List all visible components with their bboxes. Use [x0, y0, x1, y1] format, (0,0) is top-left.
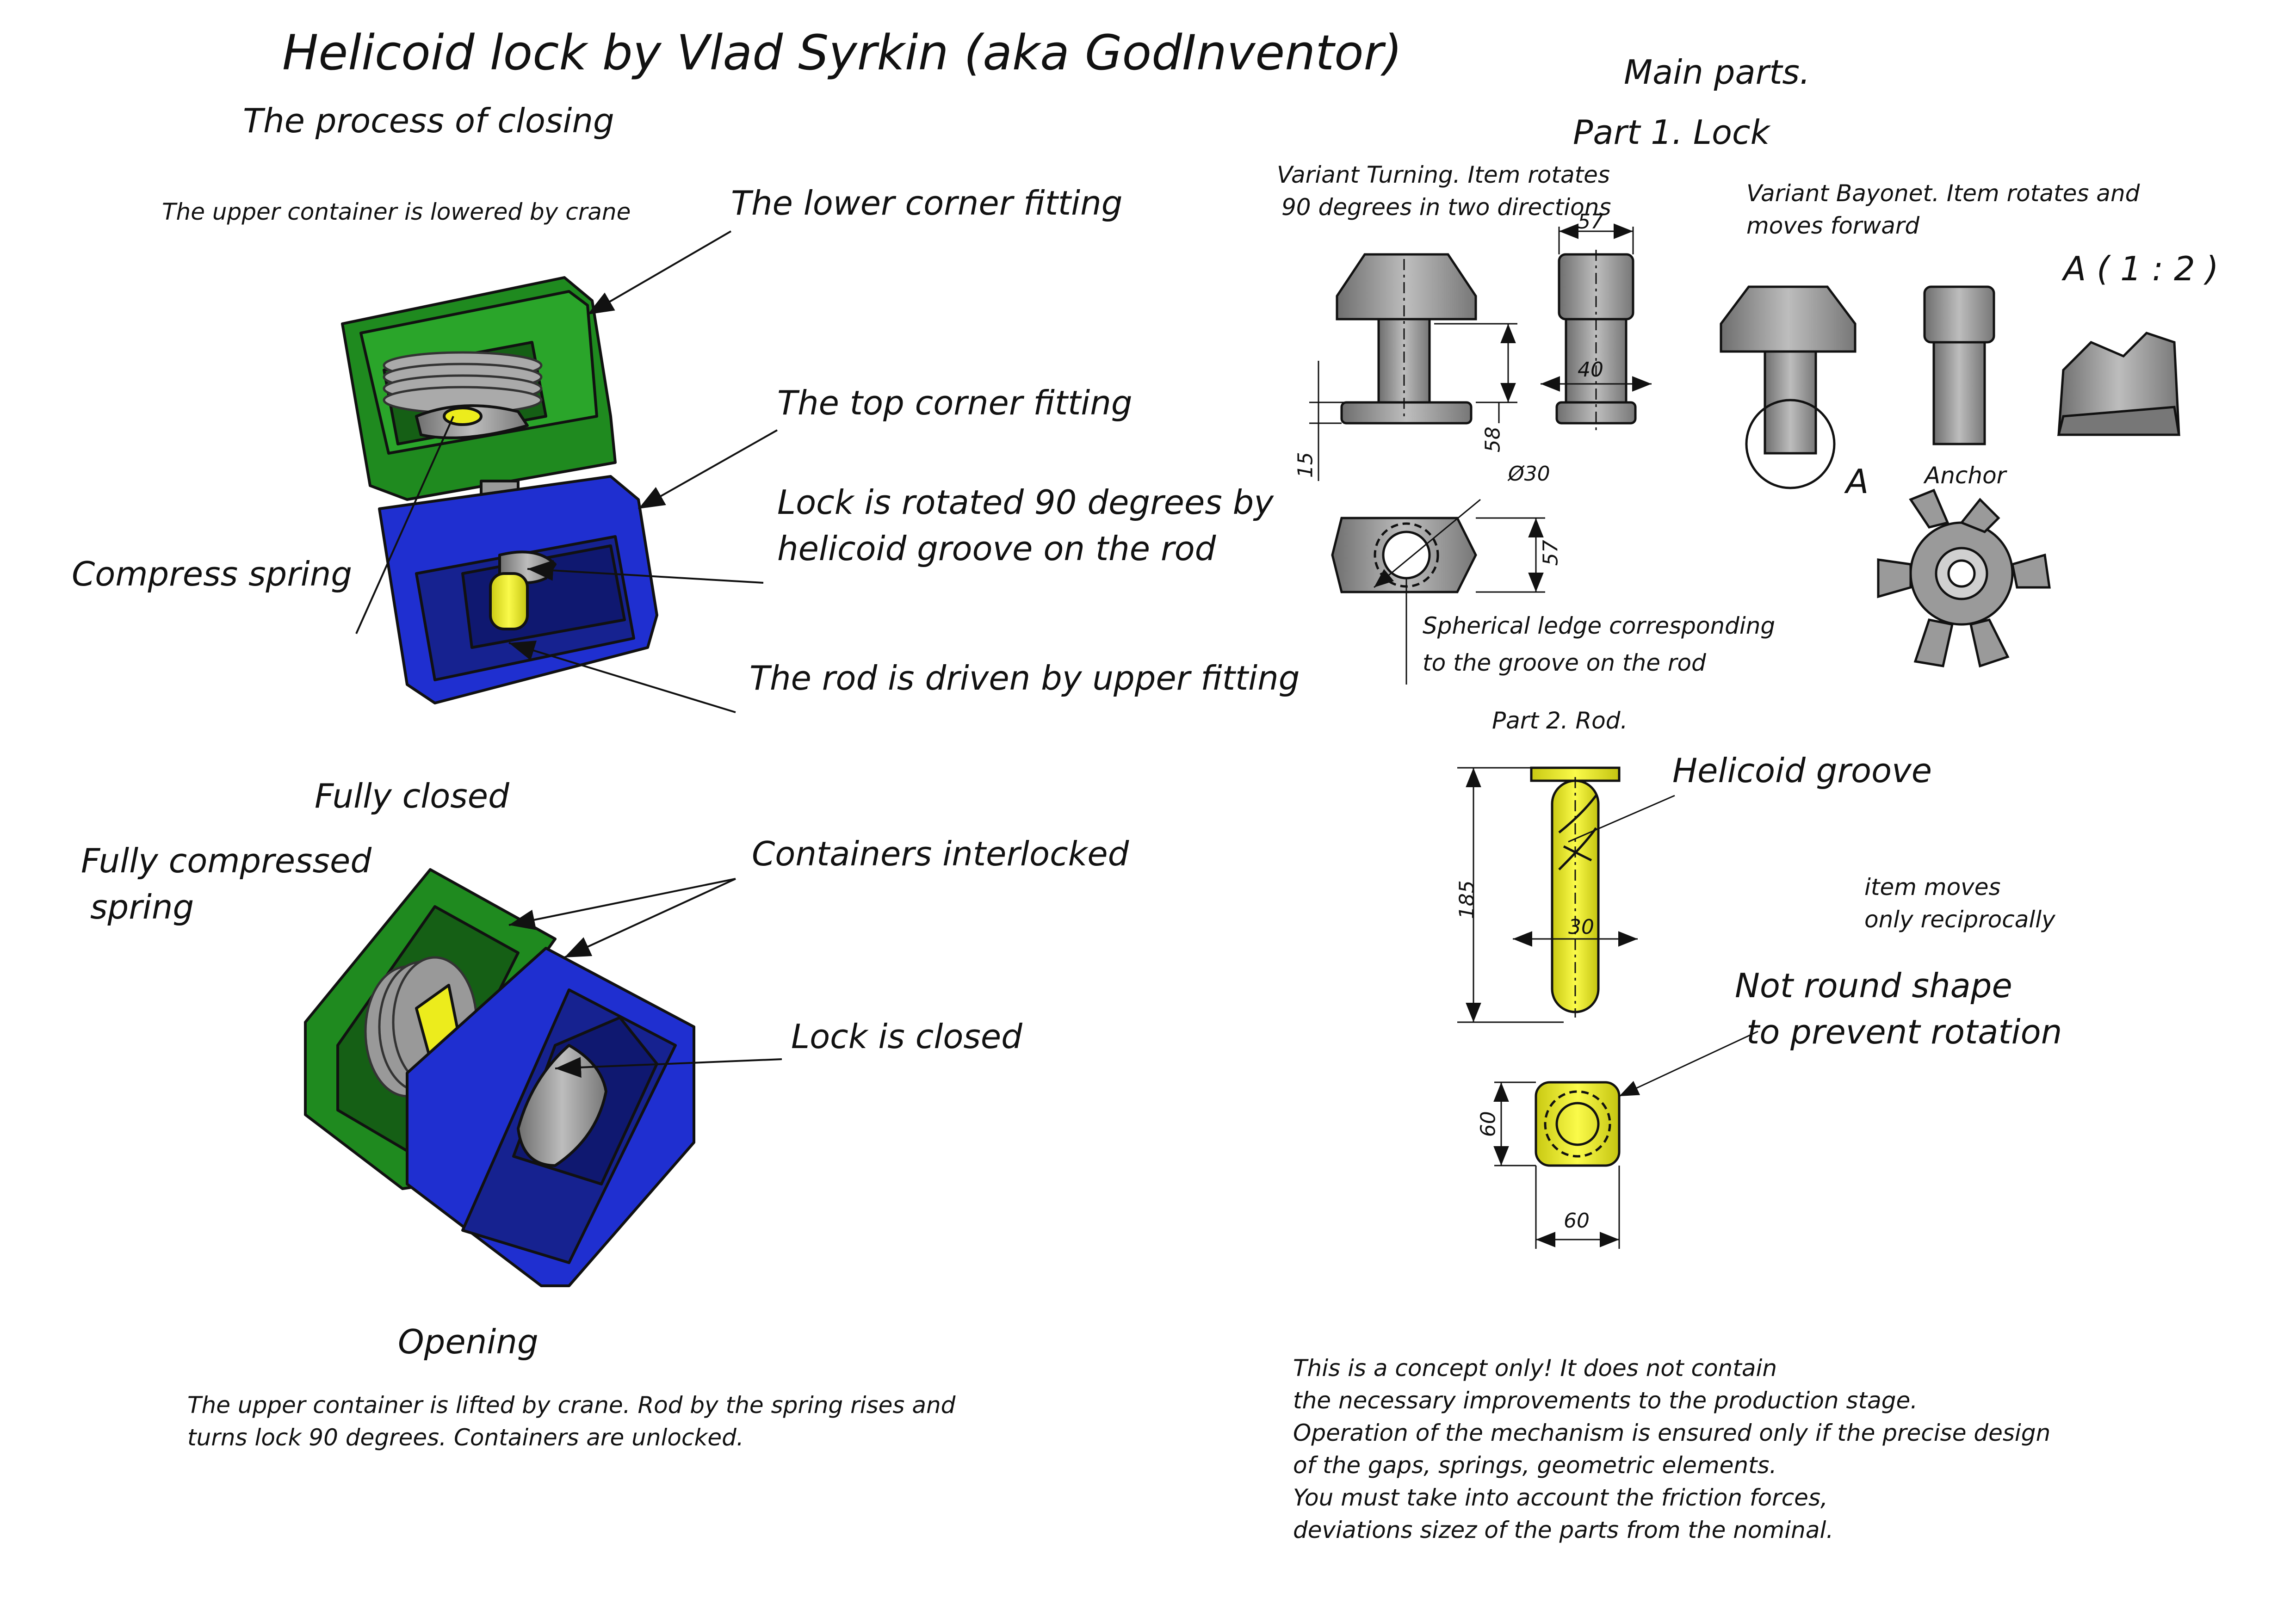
dim-diameter-30: Ø30 [1508, 462, 1550, 486]
closed-heading: Fully closed [315, 777, 509, 815]
spherical-ledge-line1: Spherical ledge corresponding [1423, 612, 1776, 639]
dim-30-rod: 30 [1568, 915, 1594, 939]
variant-bayonet-line1: Variant Bayonet. Item rotates and [1746, 180, 2140, 207]
detail-a-marker: A [1846, 462, 1869, 501]
disclaimer-line3: Operation of the mechanism is ensured on… [1293, 1419, 2051, 1446]
moves-reciprocally-line2: only reciprocally [1864, 906, 2055, 933]
variant-turning-line1: Variant Turning. Item rotates [1277, 161, 1610, 188]
disclaimer-line6: deviations sizez of the parts from the n… [1293, 1517, 1834, 1543]
not-round-line2: to prevent rotation [1746, 1012, 2062, 1051]
lock-front-view [1336, 253, 1477, 425]
disclaimer-line4: of the gaps, springs, geometric elements… [1293, 1452, 1777, 1479]
crane-note: The upper container is lowered by crane [162, 198, 631, 225]
dim-40: 40 [1578, 358, 1603, 382]
anchor-label: Anchor [1925, 462, 2006, 489]
label-top-corner-fitting: The top corner fitting [777, 383, 1133, 422]
lock-top-dims [1374, 499, 1545, 685]
opening-heading: Opening [398, 1322, 538, 1361]
detail-a-view [2057, 332, 2180, 436]
bayonet-front-view [1720, 285, 1857, 489]
page-title: Helicoid lock by Vlad Syrkin (aka GodInv… [282, 25, 1402, 81]
label-fully-compressed-line1: Fully compressed [81, 841, 372, 880]
closing-assembly [341, 276, 658, 704]
variant-bayonet-line2: moves forward [1746, 212, 1920, 239]
spherical-ledge-line2: to the groove on the rod [1423, 649, 1706, 676]
label-compress-spring: Compress spring [72, 555, 353, 593]
opening-text-line1: The upper container is lifted by crane. … [187, 1392, 956, 1419]
dim-57-side: 57 [1578, 210, 1603, 234]
rod-end-dims [1493, 1031, 1758, 1249]
label-fully-compressed-line2: spring [90, 888, 194, 926]
label-rod-driven: The rod is driven by upper fitting [749, 659, 1300, 697]
label-lower-corner-fitting: The lower corner fitting [731, 184, 1123, 222]
label-lock-closed: Lock is closed [791, 1017, 1022, 1056]
not-round-line1: Not round shape [1735, 966, 2012, 1005]
label-containers-interlocked: Containers interlocked [752, 834, 1129, 873]
dim-57-top: 57 [1539, 540, 1563, 566]
closed-assembly [304, 868, 695, 1287]
detail-a-label: A ( 1 : 2 ) [2063, 249, 2219, 288]
dim-185: 185 [1455, 880, 1479, 919]
moves-reciprocally-line1: item moves [1864, 874, 2001, 901]
dim-15: 15 [1293, 452, 1318, 478]
variant-turning-line2: 90 degrees in two directions [1281, 194, 1611, 221]
dim-60-horizontal: 60 [1564, 1209, 1590, 1233]
lock-side-dims [1541, 223, 1652, 430]
closing-heading: The process of closing [243, 101, 614, 140]
disclaimer-line1: This is a concept only! It does not cont… [1293, 1355, 1777, 1382]
bayonet-side-view [1923, 285, 1995, 445]
dim-60-vertical: 60 [1476, 1111, 1500, 1137]
label-lock-rotated-line1: Lock is rotated 90 degrees by [777, 483, 1274, 522]
disclaimer-line5: You must take into account the friction … [1293, 1484, 1828, 1511]
label-helicoid-groove: Helicoid groove [1672, 751, 1932, 790]
part1-heading: Part 1. Lock [1573, 113, 1770, 152]
leader-lines [355, 230, 782, 1078]
rod-front-dims [1457, 767, 1675, 1023]
main-parts-heading: Main parts. [1624, 53, 1810, 92]
lock-front-dims [1309, 259, 1517, 481]
dim-58: 58 [1481, 426, 1505, 453]
opening-text-line2: turns lock 90 degrees. Containers are un… [187, 1424, 744, 1451]
anchor-view [1877, 488, 2051, 668]
rod-end-view [1535, 1081, 1621, 1167]
lock-top-view [1331, 517, 1477, 593]
label-lock-rotated-line2: helicoid groove on the rod [777, 529, 1216, 568]
part2-heading: Part 2. Rod. [1492, 707, 1628, 734]
disclaimer-line2: the necessary improvements to the produc… [1293, 1387, 1918, 1414]
